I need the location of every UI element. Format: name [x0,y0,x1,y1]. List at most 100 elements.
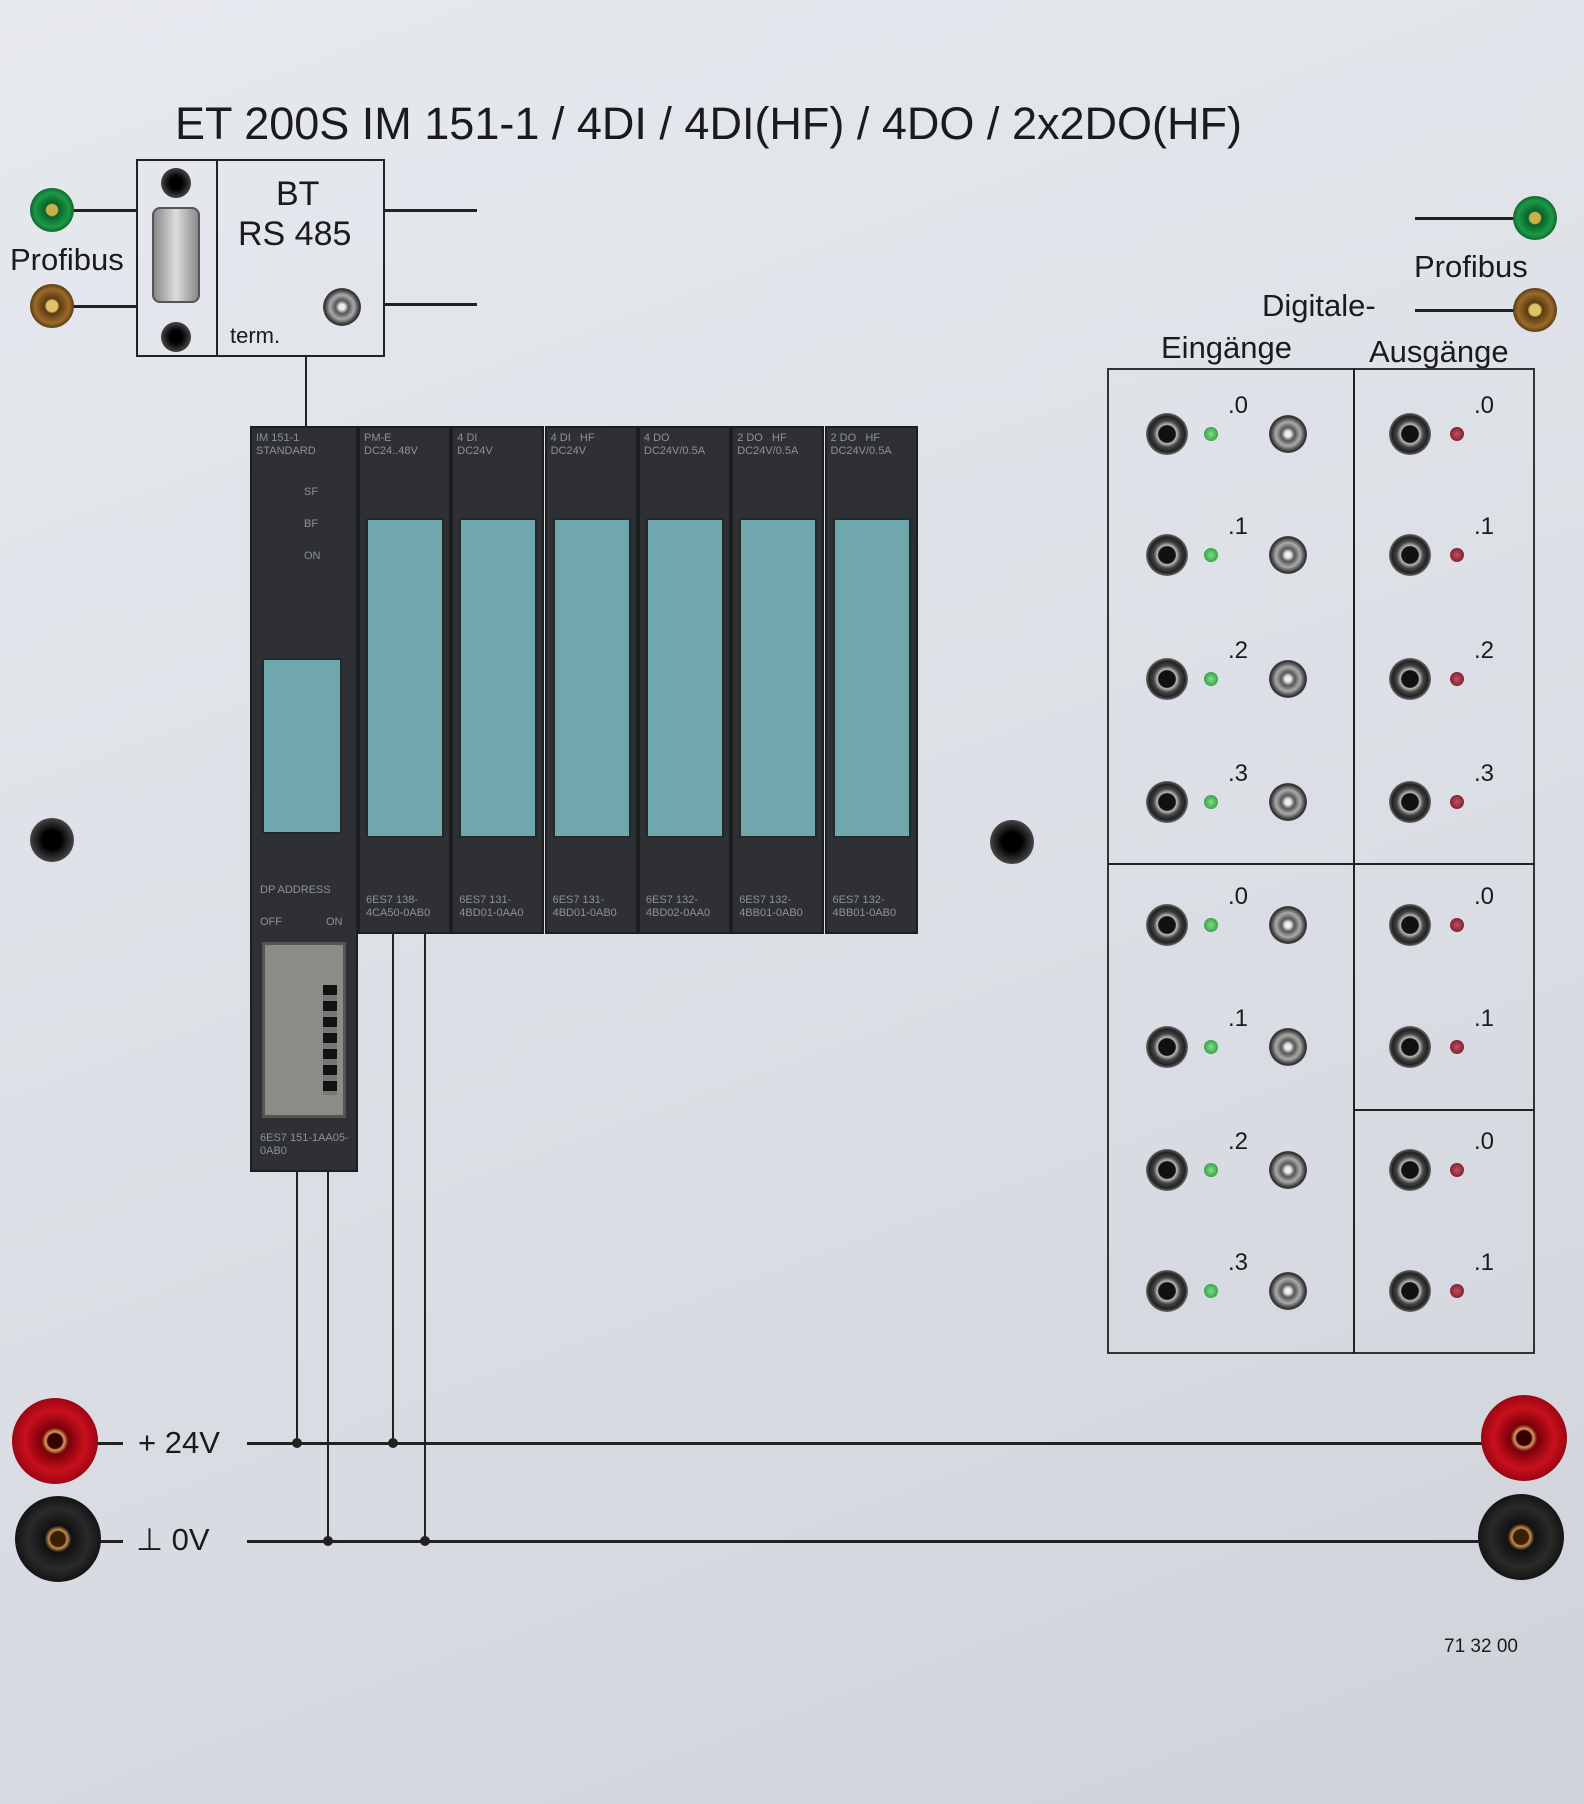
label-window [366,518,444,838]
output-jack[interactable] [1389,1026,1431,1068]
output-jack[interactable] [1389,781,1431,823]
rs485-label: RS 485 [238,215,352,253]
output-bit-label: .0 [1474,883,1495,910]
output-jack[interactable] [1389,658,1431,700]
label-window [739,518,818,838]
term-label: term. [230,323,281,348]
output-led [1450,1040,1464,1054]
screw-icon [990,820,1034,864]
input-toggle-switch[interactable] [1269,1028,1307,1066]
bus-terminal-box: BT RS 485 term. [136,159,385,357]
output-jack[interactable] [1389,1149,1431,1191]
module-type: 2 DO HF [830,432,881,444]
wire [52,305,136,308]
input-jack[interactable] [1146,781,1188,823]
wire [1415,309,1535,312]
profibus-b-left-jack[interactable] [30,284,74,328]
digitale-label: Digitale- [1262,288,1376,323]
input-led [1204,795,1218,809]
profibus-left-label: Profibus [10,242,124,277]
io-module: 2 DO HF DC24V/0.5A 6ES7 132-4BB01-0AB0 [824,426,918,934]
input-toggle-switch[interactable] [1269,660,1307,698]
input-jack[interactable] [1146,1270,1188,1312]
ground-label: ⊥ 0V [136,1522,210,1557]
input-toggle-switch[interactable] [1269,415,1307,453]
sub-d-connector[interactable] [152,207,200,303]
dp-address-dip-switch[interactable] [262,942,346,1118]
module-order-number: 6ES7 132-4BB01-0AB0 [739,894,803,919]
panel-title: ET 200S IM 151-1 / 4DI / 4DI(HF) / 4DO /… [175,98,1242,149]
input-led [1204,1284,1218,1298]
led-sf-label: SF [304,486,319,498]
screw-icon [161,322,191,352]
module-voltage: DC24..48V [364,445,418,457]
module-order-number: 6ES7 131-4BD01-0AA0 [459,894,524,919]
ground-rail [247,1540,1484,1543]
input-jack[interactable] [1146,413,1188,455]
input-led [1204,1040,1218,1054]
input-toggle-switch[interactable] [1269,783,1307,821]
input-jack[interactable] [1146,904,1188,946]
input-jack[interactable] [1146,658,1188,700]
io-module: 4 DI HF DC24V 6ES7 131-4BD01-0AB0 [544,426,638,934]
profibus-a-left-jack[interactable] [30,188,74,232]
junction [388,1438,398,1448]
output-bit-label: .1 [1474,1249,1495,1276]
label-window [832,518,911,838]
dp-address-label: DP ADDRESS [260,884,331,896]
input-toggle-switch[interactable] [1269,906,1307,944]
termination-switch[interactable] [323,288,361,326]
input-toggle-switch[interactable] [1269,1272,1307,1310]
output-led [1450,795,1464,809]
input-toggle-switch[interactable] [1269,536,1307,574]
output-jack[interactable] [1389,413,1431,455]
module-order-number: 6ES7 132-4BD02-0AA0 [645,894,711,919]
label-window [262,658,342,834]
module-voltage: DC24V/0.5A [830,445,892,457]
label-window [552,518,631,838]
input-jack[interactable] [1146,1026,1188,1068]
input-jack[interactable] [1146,1149,1188,1191]
wire [97,1540,123,1543]
input-bit-label: .0 [1228,392,1249,419]
ground-right-jack[interactable] [1478,1494,1564,1580]
output-jack[interactable] [1389,1270,1431,1312]
plus-24v-label: + 24V [138,1425,220,1460]
io-module: 4 DI DC24V 6ES7 131-4BD01-0AA0 [451,426,545,934]
module-type: 4 DI [457,432,478,444]
label-window [645,518,724,838]
input-bit-label: .2 [1228,1128,1249,1155]
profibus-b-right-jack[interactable] [1513,288,1557,332]
wire [424,934,426,1541]
output-bit-label: .1 [1474,513,1495,540]
output-jack[interactable] [1389,904,1431,946]
off-label: OFF [260,916,282,928]
ground-left-jack[interactable] [15,1496,101,1582]
module-type: PM-E [364,432,392,444]
interface-module: IM 151-1 STANDARD SF BF ON DP ADDRESS OF… [250,426,358,1172]
output-bit-label: .0 [1474,1128,1495,1155]
input-toggle-switch[interactable] [1269,1151,1307,1189]
plus-24v-right-jack[interactable] [1481,1395,1567,1481]
module-voltage: DC24V/0.5A [737,445,799,457]
module-voltage: DC24V/0.5A [643,445,706,457]
divider [1107,863,1535,865]
profibus-a-right-jack[interactable] [1513,196,1557,240]
input-bit-label: .1 [1228,1005,1249,1032]
output-jack[interactable] [1389,534,1431,576]
wire [392,934,394,1443]
output-led [1450,918,1464,932]
output-led [1450,548,1464,562]
junction [292,1438,302,1448]
plus-24v-left-jack[interactable] [12,1398,98,1484]
wire [305,357,307,426]
input-bit-label: .2 [1228,637,1249,664]
input-led [1204,548,1218,562]
io-module: 4 DO DC24V/0.5A 6ES7 132-4BD02-0AA0 [637,426,731,934]
im-name: IM 151-1 [256,432,300,444]
input-jack[interactable] [1146,534,1188,576]
output-led [1450,672,1464,686]
wire [327,1171,329,1541]
led-bf-label: BF [304,518,319,530]
